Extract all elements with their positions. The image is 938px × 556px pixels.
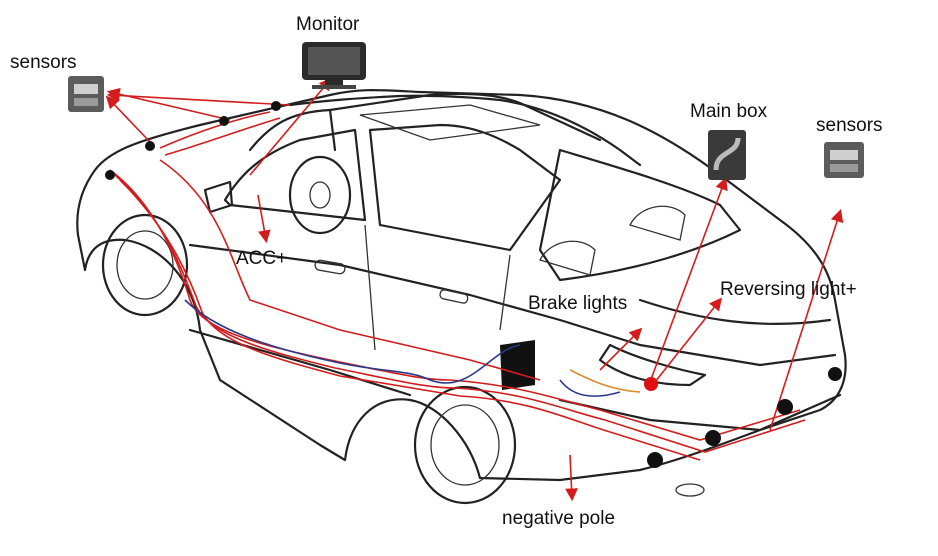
sensor-dot xyxy=(647,452,663,468)
sensor-dots xyxy=(105,101,842,468)
wiring-harness xyxy=(109,111,806,461)
sensor-icon xyxy=(824,142,864,178)
main-box-label: Main box xyxy=(690,101,768,122)
sensor-dot xyxy=(705,430,721,446)
sensor-dot xyxy=(219,116,229,126)
acc-label: ACC+ xyxy=(236,248,287,269)
main-box-icon xyxy=(708,130,746,180)
reversing-light-label: Reversing light+ xyxy=(720,279,857,300)
connection-arrows xyxy=(105,77,844,502)
sensors-label-left: sensors xyxy=(10,52,77,73)
sensor-dot xyxy=(145,141,155,151)
sensor-dot xyxy=(777,399,793,415)
sensor-icon xyxy=(68,76,104,112)
sensor-dot xyxy=(105,170,115,180)
sensors-label-right: sensors xyxy=(816,115,883,136)
sensor-dot xyxy=(828,367,842,381)
reversing-light-dot xyxy=(644,377,658,391)
car-outline xyxy=(76,89,847,505)
brake-lights-label: Brake lights xyxy=(528,293,627,314)
monitor-label: Monitor xyxy=(296,14,360,35)
negative-pole-label: negative pole xyxy=(502,508,615,529)
sensor-dot xyxy=(271,101,281,111)
monitor-icon xyxy=(302,42,366,89)
